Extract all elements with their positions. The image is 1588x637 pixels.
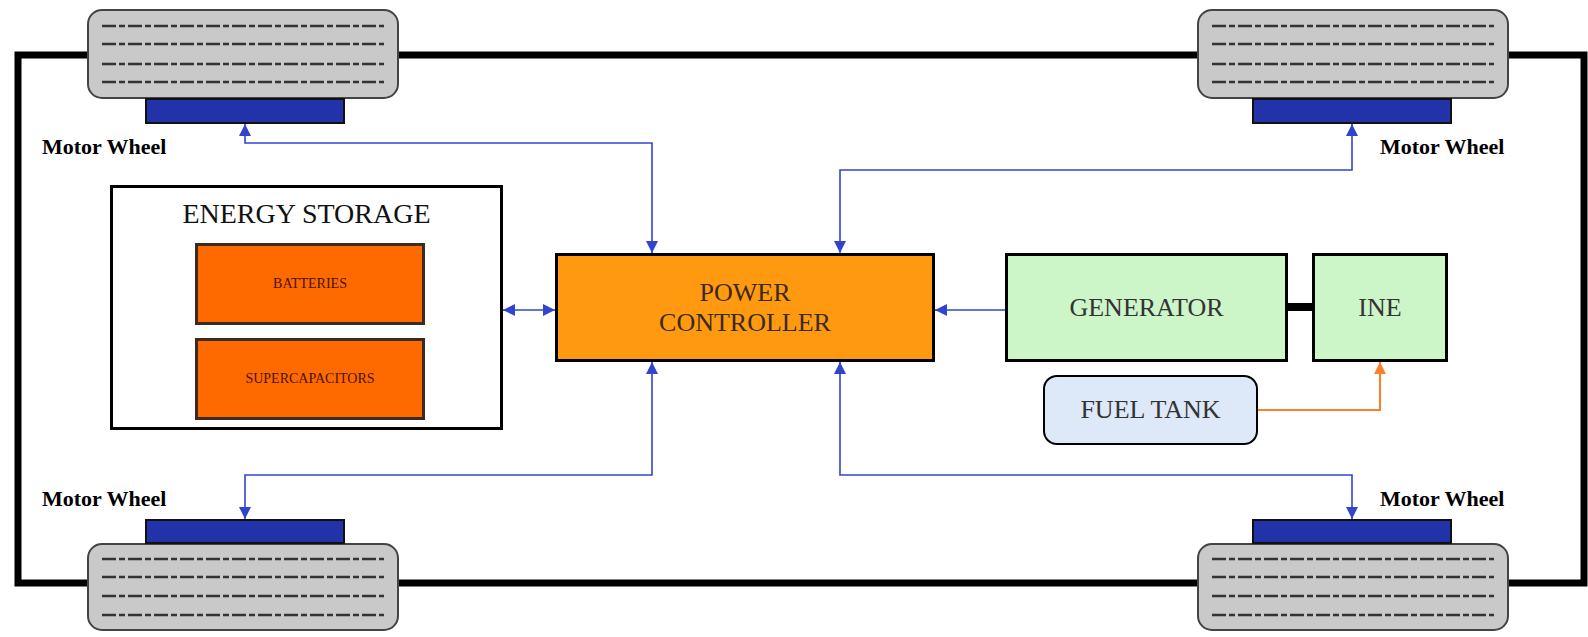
tread-line (1212, 576, 1494, 579)
tire-body (1198, 544, 1508, 630)
tire (88, 10, 398, 98)
tread-line (102, 558, 384, 561)
generator-box: GENERATOR (1005, 253, 1288, 362)
motor-unit: Motor Wheel (145, 519, 345, 544)
group-heading: ENERGY STORAGE (113, 198, 500, 230)
engine-box: INE (1312, 253, 1448, 362)
storage-group: BATTERIES SUPERCAPACITORS ENERGY STORAGE (110, 185, 503, 430)
power-arrow (840, 124, 1352, 253)
tread-line (1212, 595, 1494, 598)
tread-line (102, 614, 384, 617)
tire-body (88, 10, 398, 98)
tread-line (1212, 81, 1494, 84)
tire (1198, 544, 1508, 630)
tread-line (1212, 43, 1494, 46)
wheel-label: Motor Wheel (1380, 486, 1504, 511)
tread-line (102, 81, 384, 84)
box-label: BATTERIES (273, 276, 347, 292)
power-arrow (1258, 362, 1380, 410)
tire-tread (1212, 26, 1494, 82)
box-label: INE (1358, 293, 1401, 323)
tread-line (102, 595, 384, 598)
tire-tread (102, 26, 384, 82)
tire-tread (102, 559, 384, 615)
tire (88, 544, 398, 630)
box-label: POWER CONTROLLER (630, 278, 860, 338)
tread-line (102, 576, 384, 579)
supercap-box: SUPERCAPACITORS (195, 338, 425, 420)
fuel-tank-box: FUEL TANK (1043, 375, 1258, 445)
power-arrow (840, 362, 1352, 519)
tread-line (1212, 63, 1494, 66)
box-label: FUEL TANK (1080, 395, 1220, 425)
power-arrow (503, 309, 555, 311)
tread-line (102, 63, 384, 66)
tread-line (102, 43, 384, 46)
chassis-frame (18, 55, 1584, 583)
controller-box: POWER CONTROLLER (555, 253, 935, 362)
tire-body (1198, 10, 1508, 98)
tire-body (88, 544, 398, 630)
power-arrow (935, 309, 1005, 311)
shaft-link (1288, 303, 1312, 311)
tread-line (102, 25, 384, 28)
motor-unit: Motor Wheel (1252, 519, 1452, 544)
tire-tread (1212, 559, 1494, 615)
tread-line (1212, 558, 1494, 561)
tire (1198, 10, 1508, 98)
wheel-label: Motor Wheel (42, 486, 166, 511)
wheel-label: Motor Wheel (42, 134, 166, 159)
box-label: SUPERCAPACITORS (245, 371, 374, 387)
tread-line (1212, 614, 1494, 617)
battery-box: BATTERIES (195, 243, 425, 325)
wheel-label: Motor Wheel (1380, 134, 1504, 159)
box-label: GENERATOR (1069, 293, 1223, 323)
motor-unit: Motor Wheel (1252, 98, 1452, 124)
tread-line (1212, 25, 1494, 28)
motor-unit: Motor Wheel (145, 98, 345, 124)
